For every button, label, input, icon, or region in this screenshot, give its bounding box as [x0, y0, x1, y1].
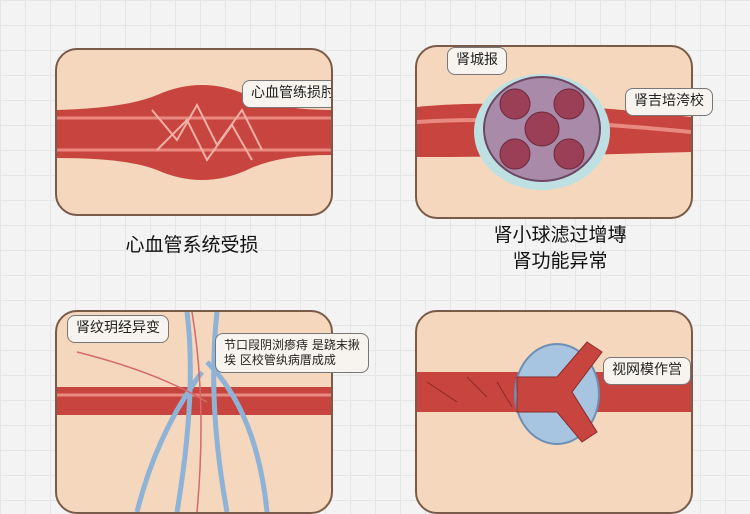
callout-kidney-top: 肾城报 — [447, 47, 507, 75]
panel-kidney: 肾城报 — [415, 45, 693, 219]
callout-nerve-detail-line-1: 节口叚阴浏瘆痔 是跷末揪 — [224, 338, 360, 352]
callout-vessel-damage: 心血管练损肘 — [242, 80, 331, 108]
callout-kidney-right: 肾吉培洿校 — [625, 88, 713, 116]
nerve-vessel-illustration — [57, 312, 331, 512]
panel-cardiovascular: 心血管练损肘 — [55, 48, 333, 216]
retina-vessel-illustration — [417, 341, 691, 445]
glomerulus-illustration — [417, 74, 691, 190]
callout-nerve: 肾纹玥经异变 — [67, 315, 169, 343]
panel-retina — [415, 310, 693, 514]
callout-nerve-detail: 节口叚阴浏瘆痔 是跷末揪 埃 区校管纨病厝成成 — [215, 333, 369, 373]
damaged-vessel-illustration — [57, 85, 331, 180]
caption-kidney-line-1: 肾小球滤过增塼 — [493, 224, 627, 246]
caption-kidney-line-2: 肾功能异常 — [512, 250, 608, 272]
callout-nerve-detail-line-2: 埃 区校管纨病厝成成 — [224, 353, 336, 367]
caption-cardiovascular: 心血管系统受损 — [125, 234, 259, 256]
caption-kidney: 肾小球滤过增塼 肾功能异常 — [410, 222, 710, 274]
callout-retina: 视网模作営 — [603, 357, 691, 385]
